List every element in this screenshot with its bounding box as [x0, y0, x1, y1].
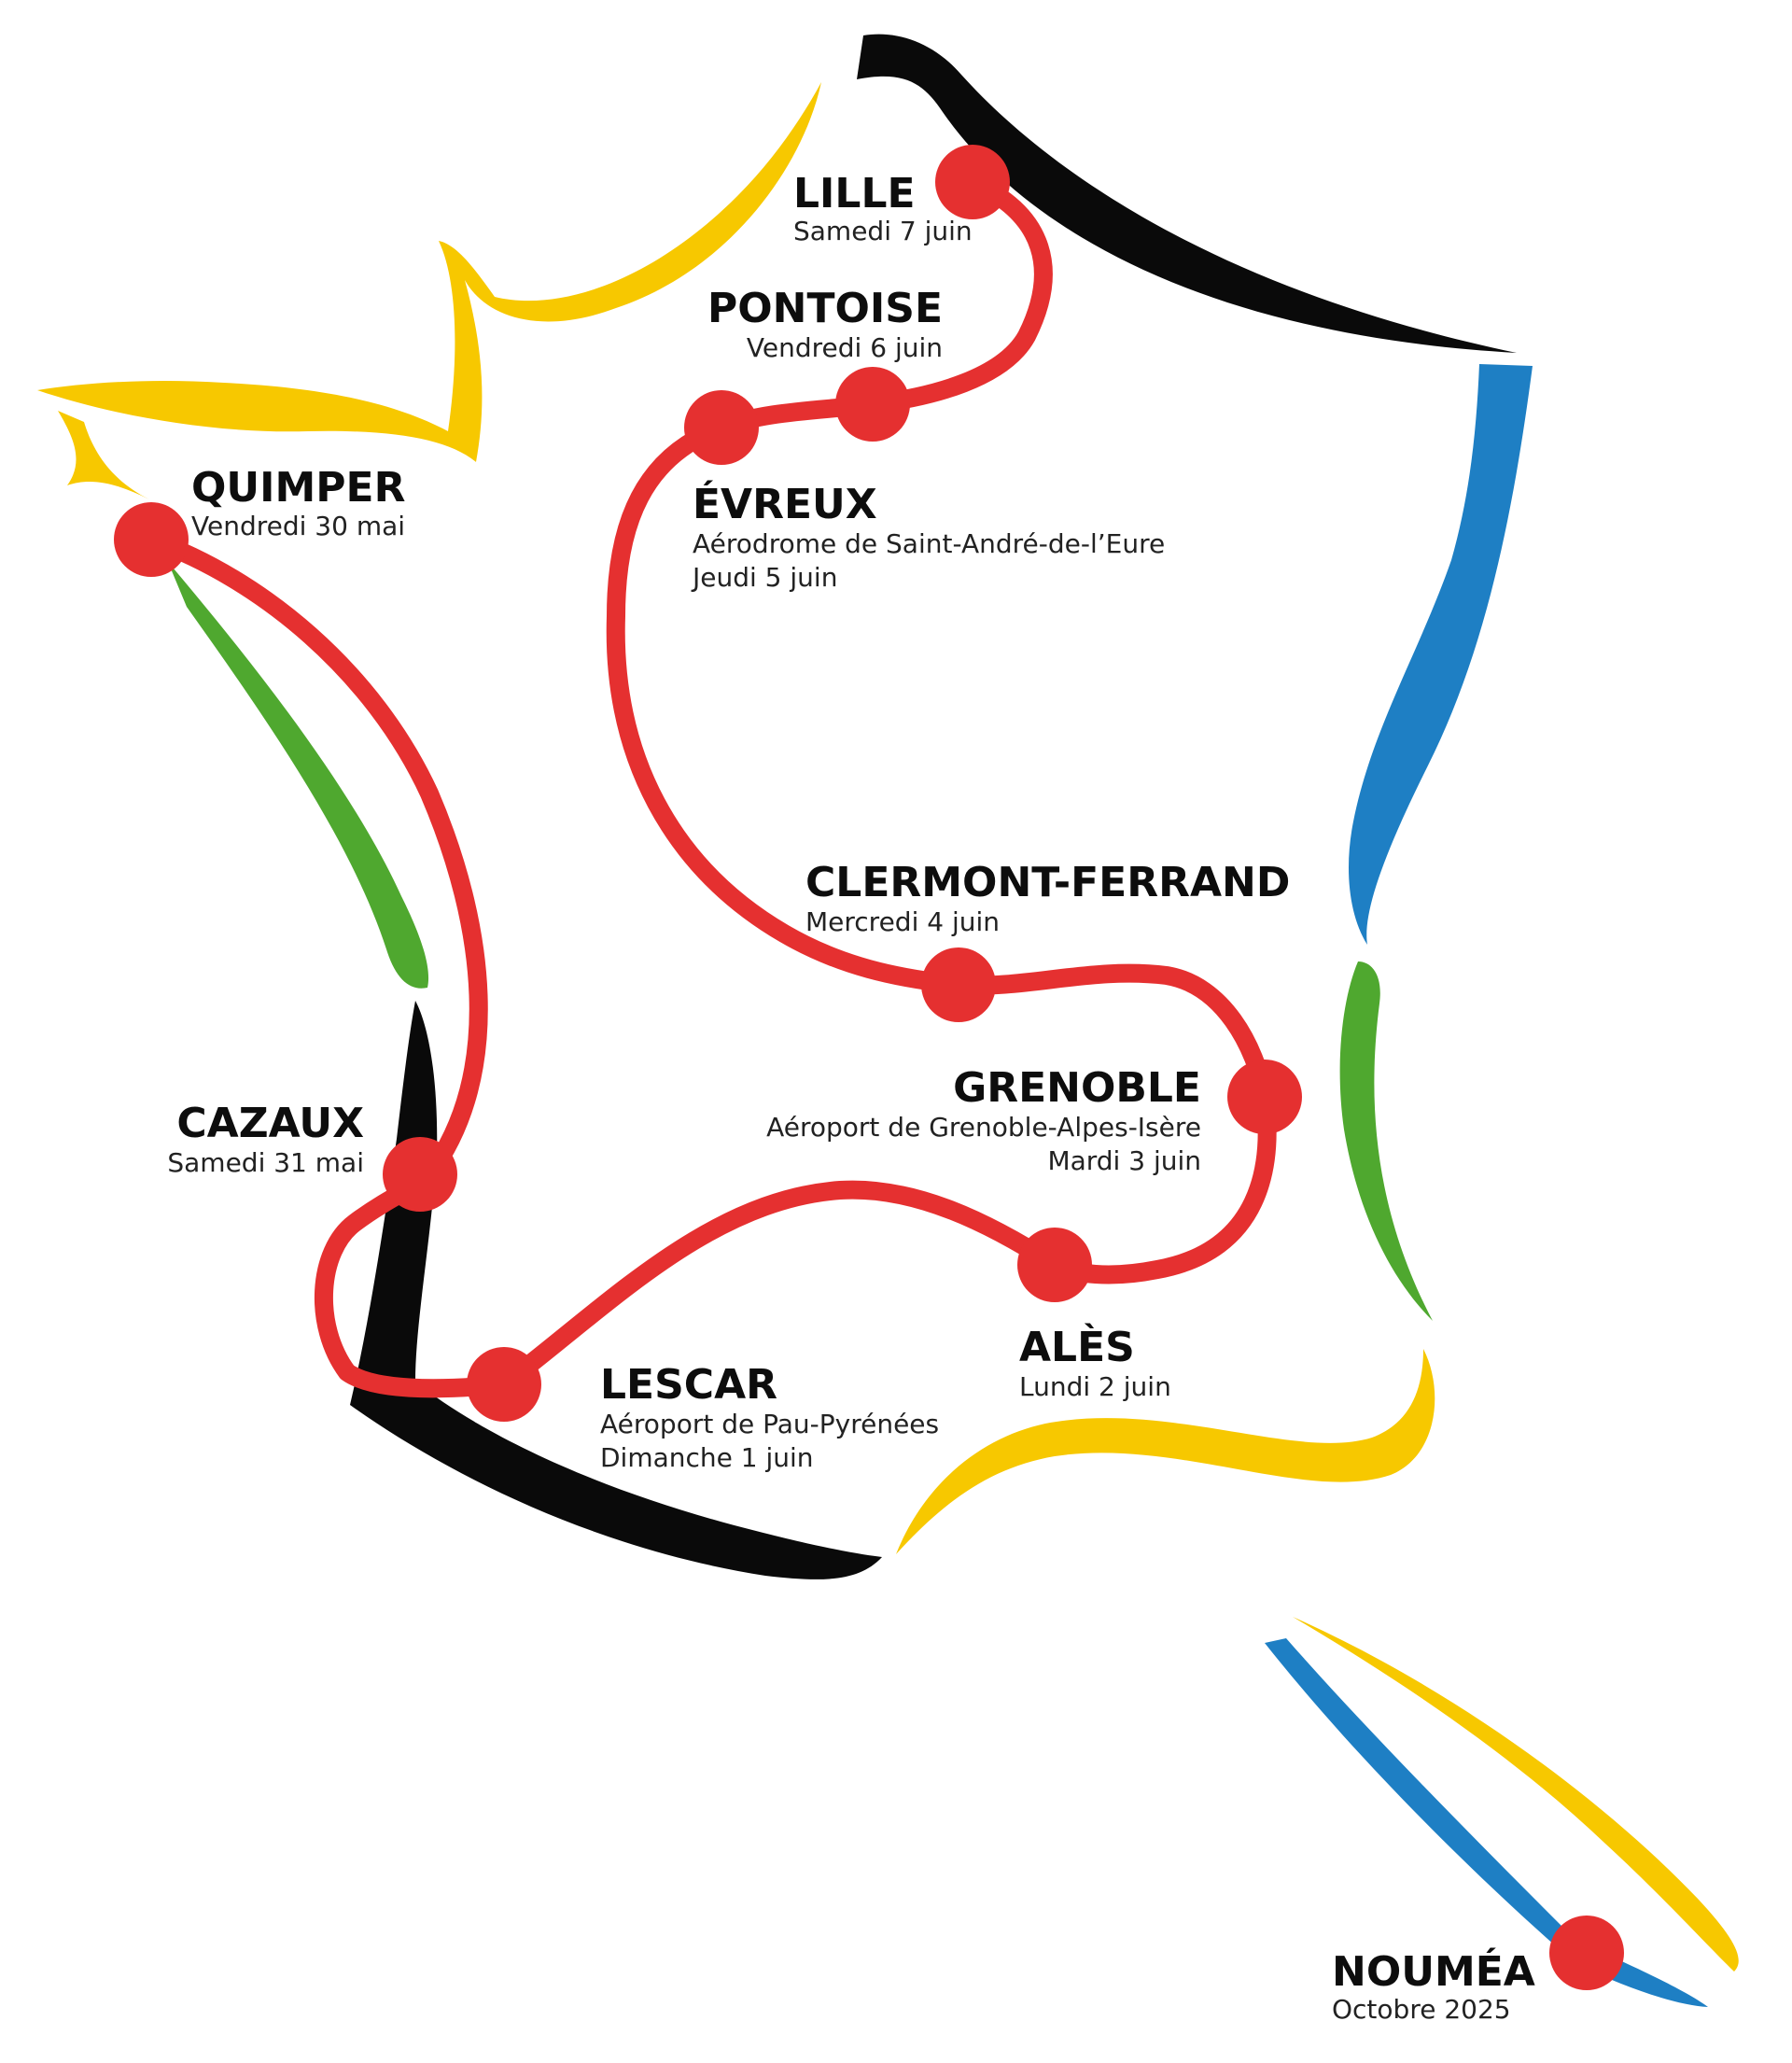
label-evreux: ÉVREUX Aérodrome de Saint-André-de-l’Eur… [691, 479, 1165, 593]
outline-ribbon-north [37, 82, 821, 462]
stop-marker-quimper[interactable] [114, 502, 189, 577]
city-date: Vendredi 6 juin [747, 332, 943, 363]
city-venue: Aérodrome de Saint-André-de-l’Eure [693, 528, 1165, 559]
city-name: LILLE [793, 170, 916, 218]
outline-ribbon-noumea-yellow [1293, 1617, 1739, 1972]
label-lille: LILLE Samedi 7 juin [793, 170, 973, 246]
outline-ribbon-south [896, 1349, 1435, 1554]
label-grenoble: GRENOBLE Aéroport de Grenoble-Alpes-Isèr… [766, 1064, 1201, 1176]
city-date: Mardi 3 juin [1047, 1145, 1201, 1176]
city-name: NOUMÉA [1332, 1946, 1535, 1996]
outline-ribbon-east [1349, 364, 1533, 945]
outline-ribbon-noumea-blue [1265, 1638, 1708, 2007]
city-date: Samedi 7 juin [793, 216, 973, 246]
city-name: GRENOBLE [953, 1064, 1201, 1112]
stop-marker-lille[interactable] [935, 145, 1010, 219]
label-ales: ALÈS Lundi 2 juin [1019, 1322, 1171, 1402]
label-noumea: NOUMÉA Octobre 2025 [1332, 1946, 1535, 2025]
outline-ribbon-brittany [58, 411, 149, 499]
city-name: PONTOISE [707, 285, 943, 332]
stop-labels: LILLE Samedi 7 juin PONTOISE Vendredi 6 … [167, 170, 1535, 2025]
city-name: QUIMPER [191, 464, 405, 512]
map-outline [37, 34, 1739, 2007]
city-venue: Aéroport de Grenoble-Alpes-Isère [766, 1112, 1201, 1143]
city-date: Octobre 2025 [1332, 1994, 1511, 2025]
city-date: Mercredi 4 juin [805, 906, 1000, 937]
outline-ribbon-south-west [350, 1001, 882, 1579]
label-clermont: CLERMONT-FERRAND Mercredi 4 juin [805, 859, 1290, 937]
city-date: Jeudi 5 juin [691, 562, 837, 593]
label-lescar: LESCAR Aéroport de Pau-Pyrénées Dimanche… [600, 1361, 939, 1473]
stop-markers [114, 145, 1624, 1990]
stop-marker-clermont[interactable] [921, 947, 996, 1022]
label-cazaux: CAZAUX Samedi 31 mai [167, 1100, 364, 1178]
stop-marker-lescar[interactable] [467, 1347, 541, 1422]
city-name: ALÈS [1019, 1322, 1135, 1371]
outline-ribbon-west [168, 562, 429, 989]
outline-ribbon-alps [1339, 961, 1433, 1321]
stop-marker-grenoble[interactable] [1227, 1060, 1302, 1134]
label-pontoise: PONTOISE Vendredi 6 juin [707, 285, 943, 363]
stop-marker-pontoise[interactable] [835, 367, 910, 442]
city-date: Samedi 31 mai [167, 1147, 364, 1178]
stop-marker-noumea[interactable] [1549, 1916, 1624, 1990]
outline-ribbon-north-east [857, 34, 1517, 353]
city-name: CAZAUX [176, 1100, 364, 1147]
city-date: Vendredi 30 mai [191, 511, 405, 541]
city-date: Lundi 2 juin [1019, 1371, 1171, 1402]
city-date: Dimanche 1 juin [600, 1442, 814, 1473]
stop-marker-evreux[interactable] [684, 390, 759, 465]
stop-marker-ales[interactable] [1017, 1228, 1092, 1302]
city-name: CLERMONT-FERRAND [805, 859, 1290, 906]
city-venue: Aéroport de Pau-Pyrénées [600, 1409, 939, 1439]
stop-marker-cazaux[interactable] [383, 1137, 457, 1212]
city-name: ÉVREUX [693, 479, 877, 528]
city-name: LESCAR [600, 1361, 777, 1409]
label-quimper: QUIMPER Vendredi 30 mai [191, 464, 405, 541]
